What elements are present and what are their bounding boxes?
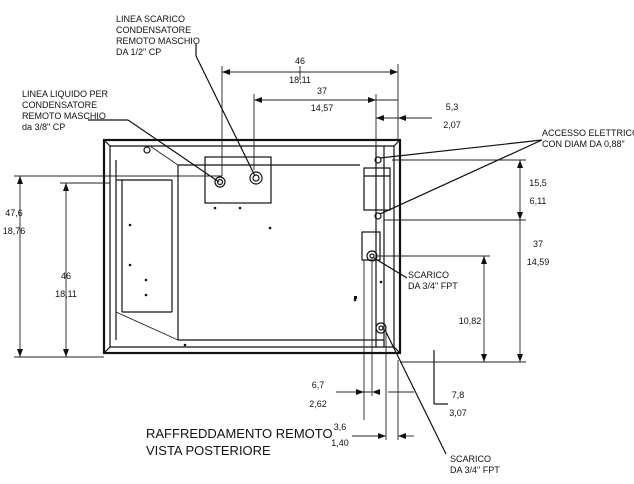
dim-46-left-inch: 18,11	[55, 289, 77, 299]
title-line-1: RAFFREDDAMENTO REMOTO	[146, 426, 333, 441]
dim-15-5: 15,5	[529, 178, 547, 188]
title-line-2: VISTA POSTERIORE	[146, 443, 271, 458]
dim-10-82: 10,82	[459, 316, 482, 326]
dim-37-right-inch: 14,59	[527, 257, 550, 267]
liquid-line-text-4: da 3/8" CP	[22, 122, 65, 132]
cabinet-outline	[102, 138, 402, 355]
dim-47-6: 47,6	[5, 208, 23, 218]
dim-46-top: 46	[295, 56, 305, 66]
dim-15-5-inch: 6,11	[530, 196, 547, 206]
dim-5-3: 5,3	[446, 102, 459, 112]
leader-lines	[88, 44, 543, 455]
drain-lower-text-1: SCARICO	[450, 454, 491, 464]
dim-37-right: 37	[533, 239, 543, 249]
right-side-fittings	[361, 146, 391, 347]
drain-lower-text-2: DA 3/4" FPT	[450, 465, 500, 475]
dimension-values: 46 18,11 37 14,57 5,3 2,07 15,5 6,11 37 …	[3, 56, 550, 448]
arrowheads	[17, 69, 523, 439]
label-liquid-line: LINEA LIQUIDO PER CONDENSATORE REMOTO MA…	[22, 89, 109, 132]
drain-line-text-3: REMOTO MASCHIO	[116, 36, 200, 46]
drain-upper-text-1: SCARICO	[408, 270, 449, 280]
liquid-line-text-2: CONDENSATORE	[22, 100, 97, 110]
dim-3-6-inch: 1,40	[331, 438, 349, 448]
label-drain-line: LINEA SCARICO CONDENSATORE REMOTO MASCHI…	[116, 14, 200, 57]
dim-46-top-inch: 18,11	[289, 75, 311, 85]
dim-46-left: 46	[61, 271, 71, 281]
liquid-line-text-1: LINEA LIQUIDO PER	[22, 89, 109, 99]
dim-7-8-inch: 3,07	[449, 408, 467, 418]
electrical-text-2: CON DIAM DA 0,88"	[542, 139, 625, 149]
dim-47-6-inch: 18,76	[3, 226, 26, 236]
drain-line-text-1: LINEA SCARICO	[116, 14, 185, 24]
label-drain-upper: SCARICO DA 3/4" FPT	[408, 270, 458, 291]
electrical-text-1: ACCESSO ELETTRICO	[542, 128, 634, 138]
dim-7-8: 7,8	[452, 390, 465, 400]
drain-line-text-2: CONDENSATORE	[116, 25, 191, 35]
drawing-title: RAFFREDDAMENTO REMOTO VISTA POSTERIORE	[146, 426, 333, 458]
dim-3-6: 3,6	[334, 422, 347, 432]
dim-5-3-inch: 2,07	[443, 120, 461, 130]
label-drain-lower: SCARICO DA 3/4" FPT	[450, 454, 500, 475]
liquid-line-text-3: REMOTO MASCHIO	[22, 111, 106, 121]
drain-line-text-4: DA 1/2" CP	[116, 47, 161, 57]
dim-37-top: 37	[317, 86, 327, 96]
dim-6-7: 6,7	[312, 380, 325, 390]
label-electrical-access: ACCESSO ELETTRICO CON DIAM DA 0,88"	[542, 128, 634, 149]
dim-37-top-inch: 14,57	[311, 103, 334, 113]
left-side-panel	[115, 145, 384, 347]
connection-box	[204, 156, 272, 204]
drain-upper-text-2: DA 3/4" FPT	[408, 281, 458, 291]
dim-6-7-inch: 2,62	[309, 399, 327, 409]
